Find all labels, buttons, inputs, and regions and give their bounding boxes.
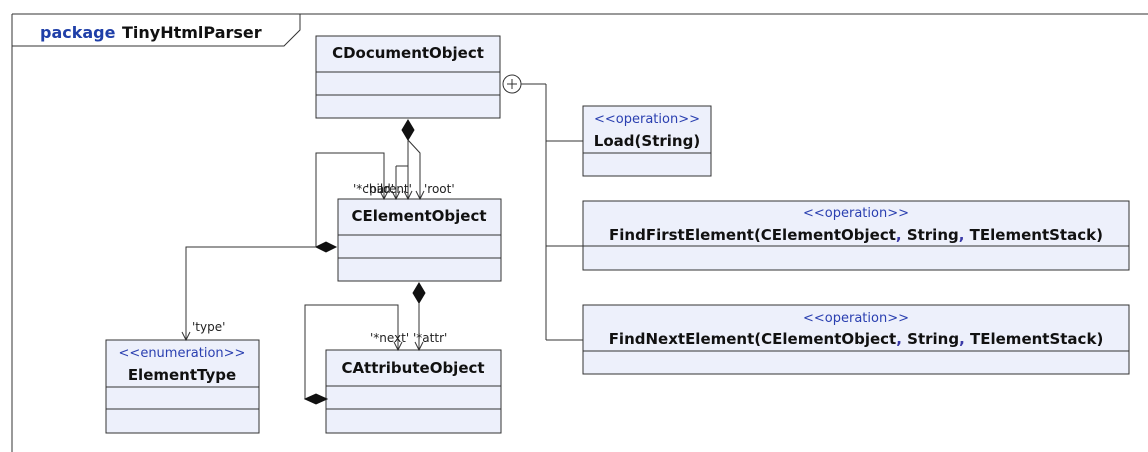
role-label-type: 'type' <box>192 320 225 334</box>
operation-signature: FindFirstElement(CElementObject, String,… <box>609 226 1103 244</box>
operation-signature: Load(String) <box>594 132 700 150</box>
package-name: TinyHtmlParser <box>122 23 262 42</box>
association-attribute-self: '*next' '*attr' <box>303 304 447 405</box>
package-frame: package TinyHtmlParser <box>11 13 1148 452</box>
role-label-root: 'root' <box>424 182 455 196</box>
association-document-element <box>391 119 425 201</box>
operation-signature: FindNextElement(CElementObject, String, … <box>609 330 1104 348</box>
class-cattributeobject[interactable]: CAttributeObject <box>325 349 502 434</box>
association-element-attribute <box>412 282 426 352</box>
stereotype-label: <<operation>> <box>803 311 909 326</box>
operation-findfirstelement[interactable]: <<operation>> FindFirstElement(CElementO… <box>582 200 1130 271</box>
class-celementobject[interactable]: CElementObject <box>337 198 502 282</box>
class-name: CElementObject <box>351 207 486 225</box>
association-element-type: 'type' <box>181 246 316 342</box>
association-element-self <box>314 152 389 253</box>
role-label-parent: 'parent' <box>366 182 412 196</box>
stereotype-label: <<enumeration>> <box>119 346 246 361</box>
enum-elementtype[interactable]: <<enumeration>> ElementType <box>105 339 260 434</box>
role-label-attr: '*attr' <box>413 331 447 345</box>
class-name: CAttributeObject <box>341 359 484 377</box>
package-keyword: package <box>40 23 116 42</box>
stereotype-label: <<operation>> <box>594 112 700 127</box>
nesting-connector <box>502 74 583 341</box>
role-label-next: '*next' <box>370 331 409 345</box>
class-name: CDocumentObject <box>332 44 484 62</box>
class-cdocumentobject[interactable]: CDocumentObject <box>315 35 501 119</box>
stereotype-label: <<operation>> <box>803 206 909 221</box>
class-name: ElementType <box>128 366 236 384</box>
role-label-child: '*child' <box>353 182 394 196</box>
operation-load[interactable]: <<operation>> Load(String) <box>582 105 712 177</box>
operation-findnextelement[interactable]: <<operation>> FindNextElement(CElementOb… <box>582 304 1130 375</box>
